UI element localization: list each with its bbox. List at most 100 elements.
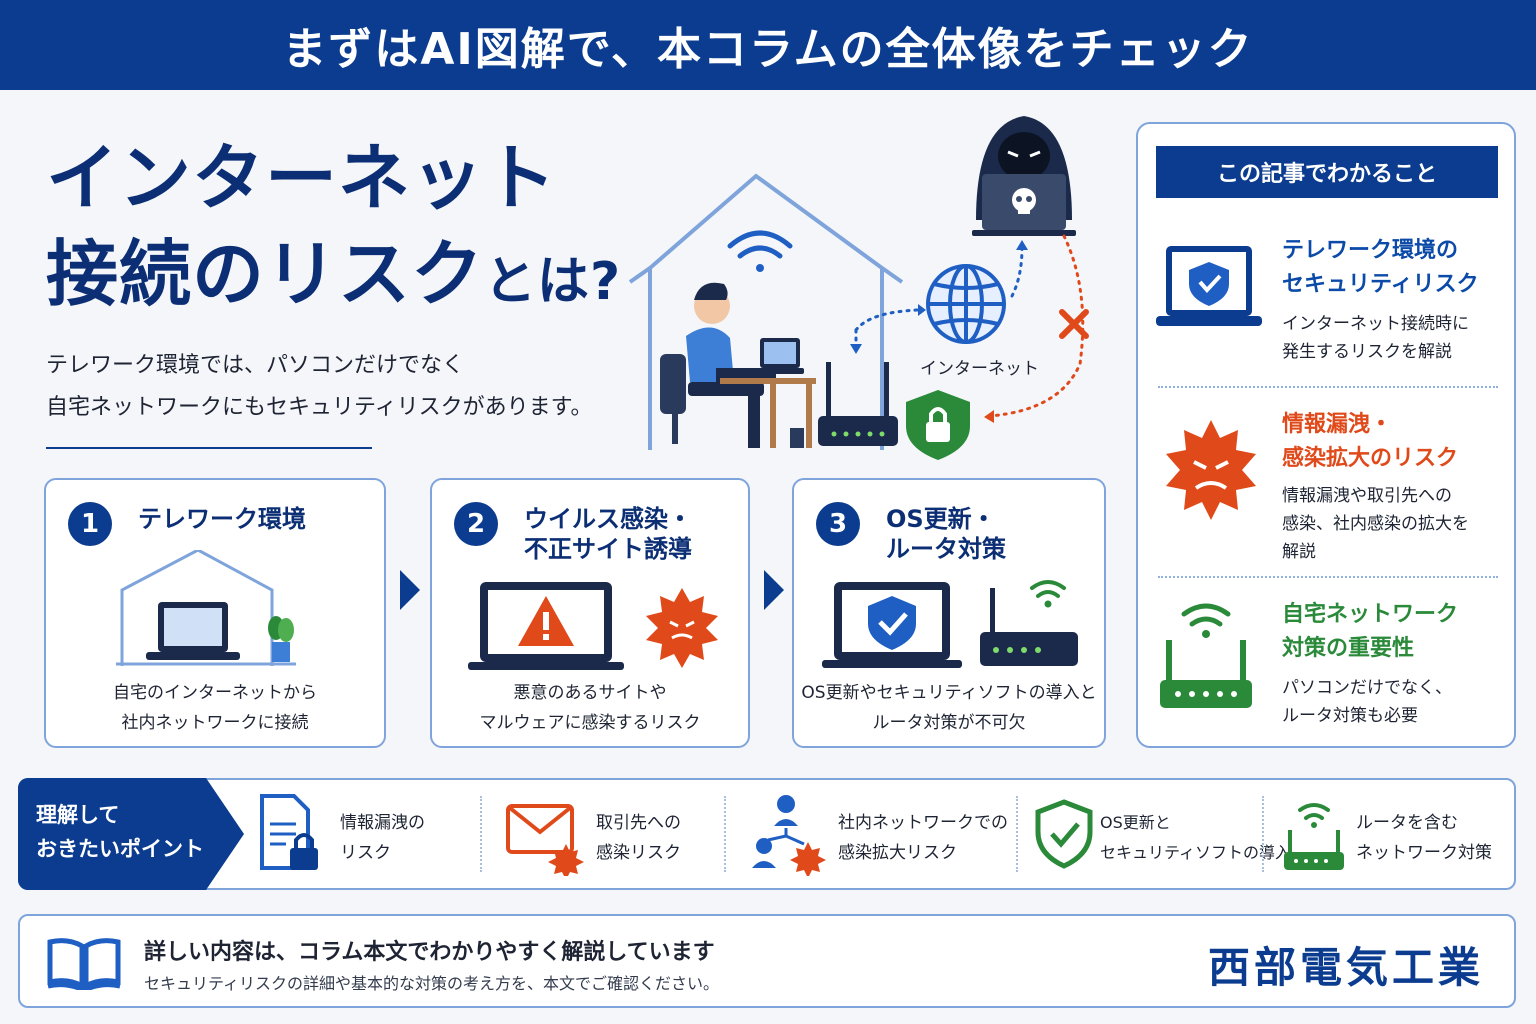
step-title-line1: テレワーク環境 bbox=[138, 505, 306, 533]
arrow-head bbox=[1016, 240, 1028, 250]
step-number: 2 bbox=[454, 502, 498, 546]
person-icon bbox=[660, 282, 776, 448]
key-point-line1: 情報漏洩の bbox=[340, 813, 425, 833]
key-point-line1: 取引先への bbox=[596, 813, 681, 833]
key-points-tag: 理解して おきたいポイント bbox=[18, 778, 244, 890]
connection-arrows bbox=[854, 234, 1085, 418]
main-title-line2-suffix: とは? bbox=[484, 252, 622, 312]
shield-laptop-router-icon bbox=[822, 580, 1078, 668]
key-point-separator bbox=[1262, 796, 1264, 872]
key-point-text: 情報漏洩の リスク bbox=[340, 808, 425, 868]
key-point-separator bbox=[724, 796, 726, 872]
panel-item-desc-line: パソコンだけでなく、 bbox=[1282, 678, 1452, 698]
house-icon bbox=[628, 173, 904, 450]
panel-item-title-line2: 対策の重要性 bbox=[1282, 636, 1415, 661]
step-desc-line2: 社内ネットワークに接続 bbox=[121, 713, 309, 733]
hero-scene bbox=[628, 116, 1089, 460]
panel-item-title: 自宅ネットワーク 対策の重要性 bbox=[1282, 598, 1458, 666]
step-number: 1 bbox=[68, 502, 112, 546]
main-title-line2-main: 接続のリスク bbox=[46, 232, 485, 316]
panel-item-desc-line: ルータ対策も必要 bbox=[1282, 706, 1418, 726]
hero-illustration: インターネット bbox=[620, 110, 1120, 460]
lead-line2: 自宅ネットワークにもセキュリティリスクがあります。 bbox=[46, 395, 593, 420]
key-point-line2: 感染拡大リスク bbox=[838, 843, 957, 863]
wifi-icon bbox=[727, 230, 793, 272]
key-point-line2: セキュリティソフトの導入 bbox=[1100, 843, 1292, 862]
company-logo: 西部電気工業 bbox=[1207, 943, 1484, 992]
step-desc-line1: 悪意のあるサイトや bbox=[513, 683, 667, 703]
panel-item-desc-line: 発生するリスクを解説 bbox=[1282, 342, 1452, 362]
step-description: OS更新やセキュリティソフトの導入と ルータ対策が不可欠 bbox=[794, 678, 1104, 738]
laptop-shield-icon bbox=[1156, 246, 1262, 326]
panel-item-desc: インターネット接続時に 発生するリスクを解説 bbox=[1282, 310, 1469, 366]
key-point-text: OS更新と セキュリティソフトの導入 bbox=[1100, 808, 1291, 868]
footer-box: 詳しい内容は、コラム本文でわかりやすく解説しています セキュリティリスクの詳細や… bbox=[18, 914, 1516, 1008]
step-description: 悪意のあるサイトや マルウェアに感染するリスク bbox=[432, 678, 748, 738]
virus-icon bbox=[1166, 420, 1256, 520]
key-point-text: 取引先への 感染リスク bbox=[596, 808, 681, 868]
panel-item-desc-line: 感染、社内感染の拡大を bbox=[1282, 514, 1469, 534]
panel-item-title-line1: 情報漏洩・ bbox=[1282, 412, 1393, 437]
hacker-icon bbox=[972, 116, 1076, 236]
virus-icon bbox=[646, 588, 718, 668]
panel-item-desc: 情報漏洩や取引先への 感染、社内感染の拡大を 解説 bbox=[1282, 482, 1469, 566]
panel-item-desc: パソコンだけでなく、 ルータ対策も必要 bbox=[1282, 674, 1452, 730]
internet-label: インターネット bbox=[920, 359, 1039, 379]
step-desc-line2: マルウェアに感染するリスク bbox=[479, 713, 701, 733]
key-points-tag-line1: 理解して bbox=[36, 803, 120, 827]
key-point-line1: 社内ネットワークでの bbox=[838, 813, 1008, 833]
lock-shield-icon bbox=[906, 390, 970, 460]
lead-text: テレワーク環境では、パソコンだけでなく 自宅ネットワークにもセキュリティリスクが… bbox=[46, 345, 592, 429]
main-title-line2: 接続のリスクとは? bbox=[46, 226, 621, 330]
key-point-line1: OS更新と bbox=[1100, 813, 1171, 832]
footer-title: 詳しい内容は、コラム本文でわかりやすく解説しています bbox=[144, 940, 715, 965]
panel-item-title-line1: 自宅ネットワーク bbox=[1282, 602, 1459, 627]
summary-panel: この記事でわかること テレワーク環境の セキュリティリスク インターネット接続時… bbox=[1136, 122, 1516, 748]
step-title-line1: ウイルス感染・ bbox=[524, 505, 692, 533]
key-point-separator bbox=[1016, 796, 1018, 872]
step-desc-line1: 自宅のインターネットから bbox=[113, 683, 317, 703]
panel-item-title-line2: 感染拡大のリスク bbox=[1282, 446, 1459, 471]
step-card-3: 3 OS更新・ ルータ対策 OS更新やセキュリティソフトの導入と ルータ対策が不… bbox=[792, 478, 1106, 748]
mail-virus-icon bbox=[506, 804, 584, 876]
warning-laptop-icon bbox=[468, 582, 718, 670]
key-point-line2: リスク bbox=[340, 843, 391, 863]
shield-check-icon bbox=[1035, 799, 1093, 869]
panel-divider bbox=[1158, 576, 1498, 578]
step-arrow bbox=[764, 570, 784, 610]
step-number: 3 bbox=[816, 502, 860, 546]
panel-item-desc-line: 解説 bbox=[1282, 542, 1316, 562]
step-description: 自宅のインターネットから 社内ネットワークに接続 bbox=[46, 678, 384, 738]
key-point-separator bbox=[480, 796, 482, 872]
panel-item-desc-line: インターネット接続時に bbox=[1282, 314, 1469, 334]
lead-divider bbox=[46, 447, 372, 449]
router-icon bbox=[1160, 603, 1252, 708]
panel-header: この記事でわかること bbox=[1156, 146, 1498, 198]
panel-item-title-line1: テレワーク環境の bbox=[1282, 238, 1459, 263]
key-point-text: 社内ネットワークでの 感染拡大リスク bbox=[838, 808, 1008, 868]
network-virus-icon bbox=[752, 795, 826, 876]
blocked-x-icon bbox=[1059, 309, 1089, 339]
arrow-head bbox=[850, 344, 862, 354]
top-banner: まずはAI図解で、本コラムの全体像をチェック bbox=[0, 0, 1536, 90]
home-laptop-icon bbox=[116, 550, 296, 666]
panel-item-title: テレワーク環境の セキュリティリスク bbox=[1282, 234, 1479, 302]
laptop-icon bbox=[748, 338, 804, 374]
book-icon bbox=[47, 938, 121, 990]
panel-item-title-line2: セキュリティリスク bbox=[1282, 272, 1479, 297]
panel-item-title: 情報漏洩・ 感染拡大のリスク bbox=[1282, 408, 1458, 476]
key-point-line2: ネットワーク対策 bbox=[1356, 843, 1492, 863]
key-point-line2: 感染リスク bbox=[596, 843, 681, 863]
step-title: ウイルス感染・ 不正サイト誘導 bbox=[524, 504, 692, 564]
step-desc-line1: OS更新やセキュリティソフトの導入と bbox=[801, 683, 1097, 703]
step-card-1: 1 テレワーク環境 自宅のインターネットから 社内ネットワークに接続 bbox=[44, 478, 386, 748]
step-title-line2: ルータ対策 bbox=[886, 535, 1006, 563]
key-point-line1: ルータを含む bbox=[1356, 813, 1458, 833]
router-icon bbox=[818, 362, 898, 446]
arrow-head bbox=[984, 410, 994, 423]
main-title-line1: インターネット bbox=[46, 136, 558, 220]
document-lock-icon bbox=[260, 794, 318, 870]
key-points-tag-line2: おきたいポイント bbox=[36, 837, 204, 861]
panel-item-desc-line: 情報漏洩や取引先への bbox=[1282, 486, 1452, 506]
step-title-line2: 不正サイト誘導 bbox=[524, 535, 692, 563]
